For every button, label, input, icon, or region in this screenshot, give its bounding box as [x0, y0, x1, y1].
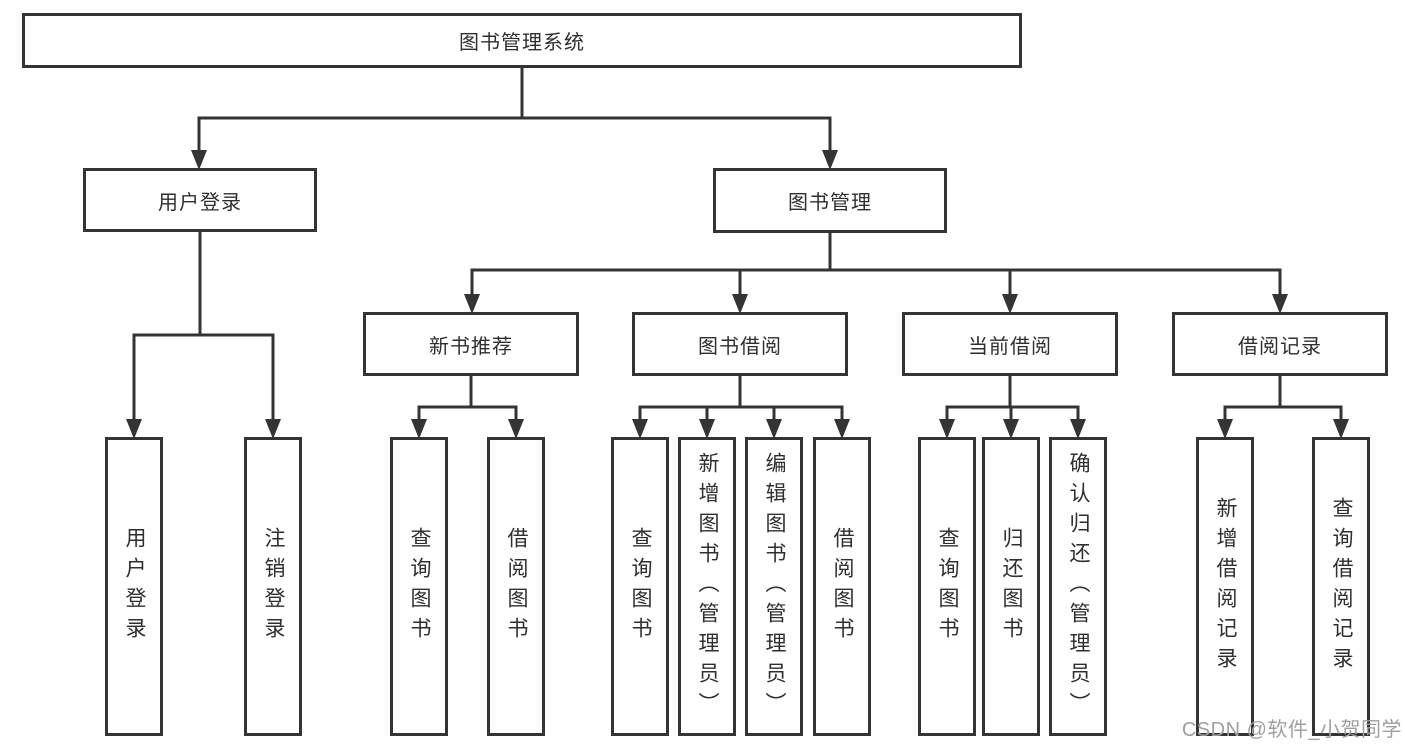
node-new-book-recommend: 新书推荐 [363, 312, 579, 376]
edge-nbr-branch [417, 405, 518, 421]
edge-mgmt-branch [470, 268, 1282, 295]
arrow-down-icon [766, 419, 782, 439]
leaf-cb-confirm-return-admin: 确认归还（管理员） [1049, 437, 1107, 736]
arrow-down-icon [191, 150, 207, 170]
arrow-down-icon [126, 419, 142, 439]
arrow-down-icon [1002, 294, 1018, 314]
node-book-borrow: 图书借阅 [632, 312, 848, 376]
leaf-br-query-record: 查询借阅记录 [1312, 437, 1370, 736]
leaf-cb-query-books: 查询图书 [918, 437, 976, 736]
node-current-borrow: 当前借阅 [902, 312, 1118, 376]
arrow-down-icon [822, 150, 838, 170]
arrow-down-icon [1333, 419, 1349, 439]
leaf-nbr-borrow-books: 借阅图书 [487, 437, 545, 736]
arrow-down-icon [508, 419, 524, 439]
edge-bb-branch [638, 405, 844, 421]
node-book-management: 图书管理 [713, 168, 947, 233]
arrow-down-icon [939, 419, 955, 439]
arrow-down-icon [1070, 419, 1086, 439]
arrow-down-icon [732, 294, 748, 314]
leaf-user-login: 用户登录 [105, 437, 163, 736]
arrow-down-icon [411, 419, 427, 439]
arrow-down-icon [834, 419, 850, 439]
arrow-down-icon [699, 419, 715, 439]
node-user-login: 用户登录 [83, 168, 317, 232]
node-borrow-records: 借阅记录 [1172, 312, 1388, 376]
edge-br-branch [1223, 405, 1343, 421]
leaf-br-add-record: 新增借阅记录 [1196, 437, 1254, 736]
edge-cb-branch [945, 405, 1080, 421]
arrow-down-icon [1003, 419, 1019, 439]
node-library-management-system: 图书管理系统 [22, 13, 1022, 68]
leaf-cb-return-books: 归还图书 [982, 437, 1040, 736]
arrow-down-icon [464, 294, 480, 314]
edge-root-branch [197, 116, 832, 150]
arrow-down-icon [1272, 294, 1288, 314]
leaf-bb-query-books: 查询图书 [611, 437, 669, 736]
leaf-logout-login: 注销登录 [244, 437, 302, 736]
leaf-nbr-query-books: 查询图书 [390, 437, 448, 736]
leaf-bb-add-books-admin: 新增图书（管理员） [678, 437, 736, 736]
arrow-down-icon [265, 419, 281, 439]
csdn-watermark: CSDN @软件_小贺同学 [1181, 719, 1402, 741]
edge-login-branch [132, 333, 275, 421]
arrow-down-icon [632, 419, 648, 439]
arrow-down-icon [1217, 419, 1233, 439]
leaf-bb-edit-books-admin: 编辑图书（管理员） [745, 437, 803, 736]
leaf-bb-borrow-books: 借阅图书 [813, 437, 871, 736]
